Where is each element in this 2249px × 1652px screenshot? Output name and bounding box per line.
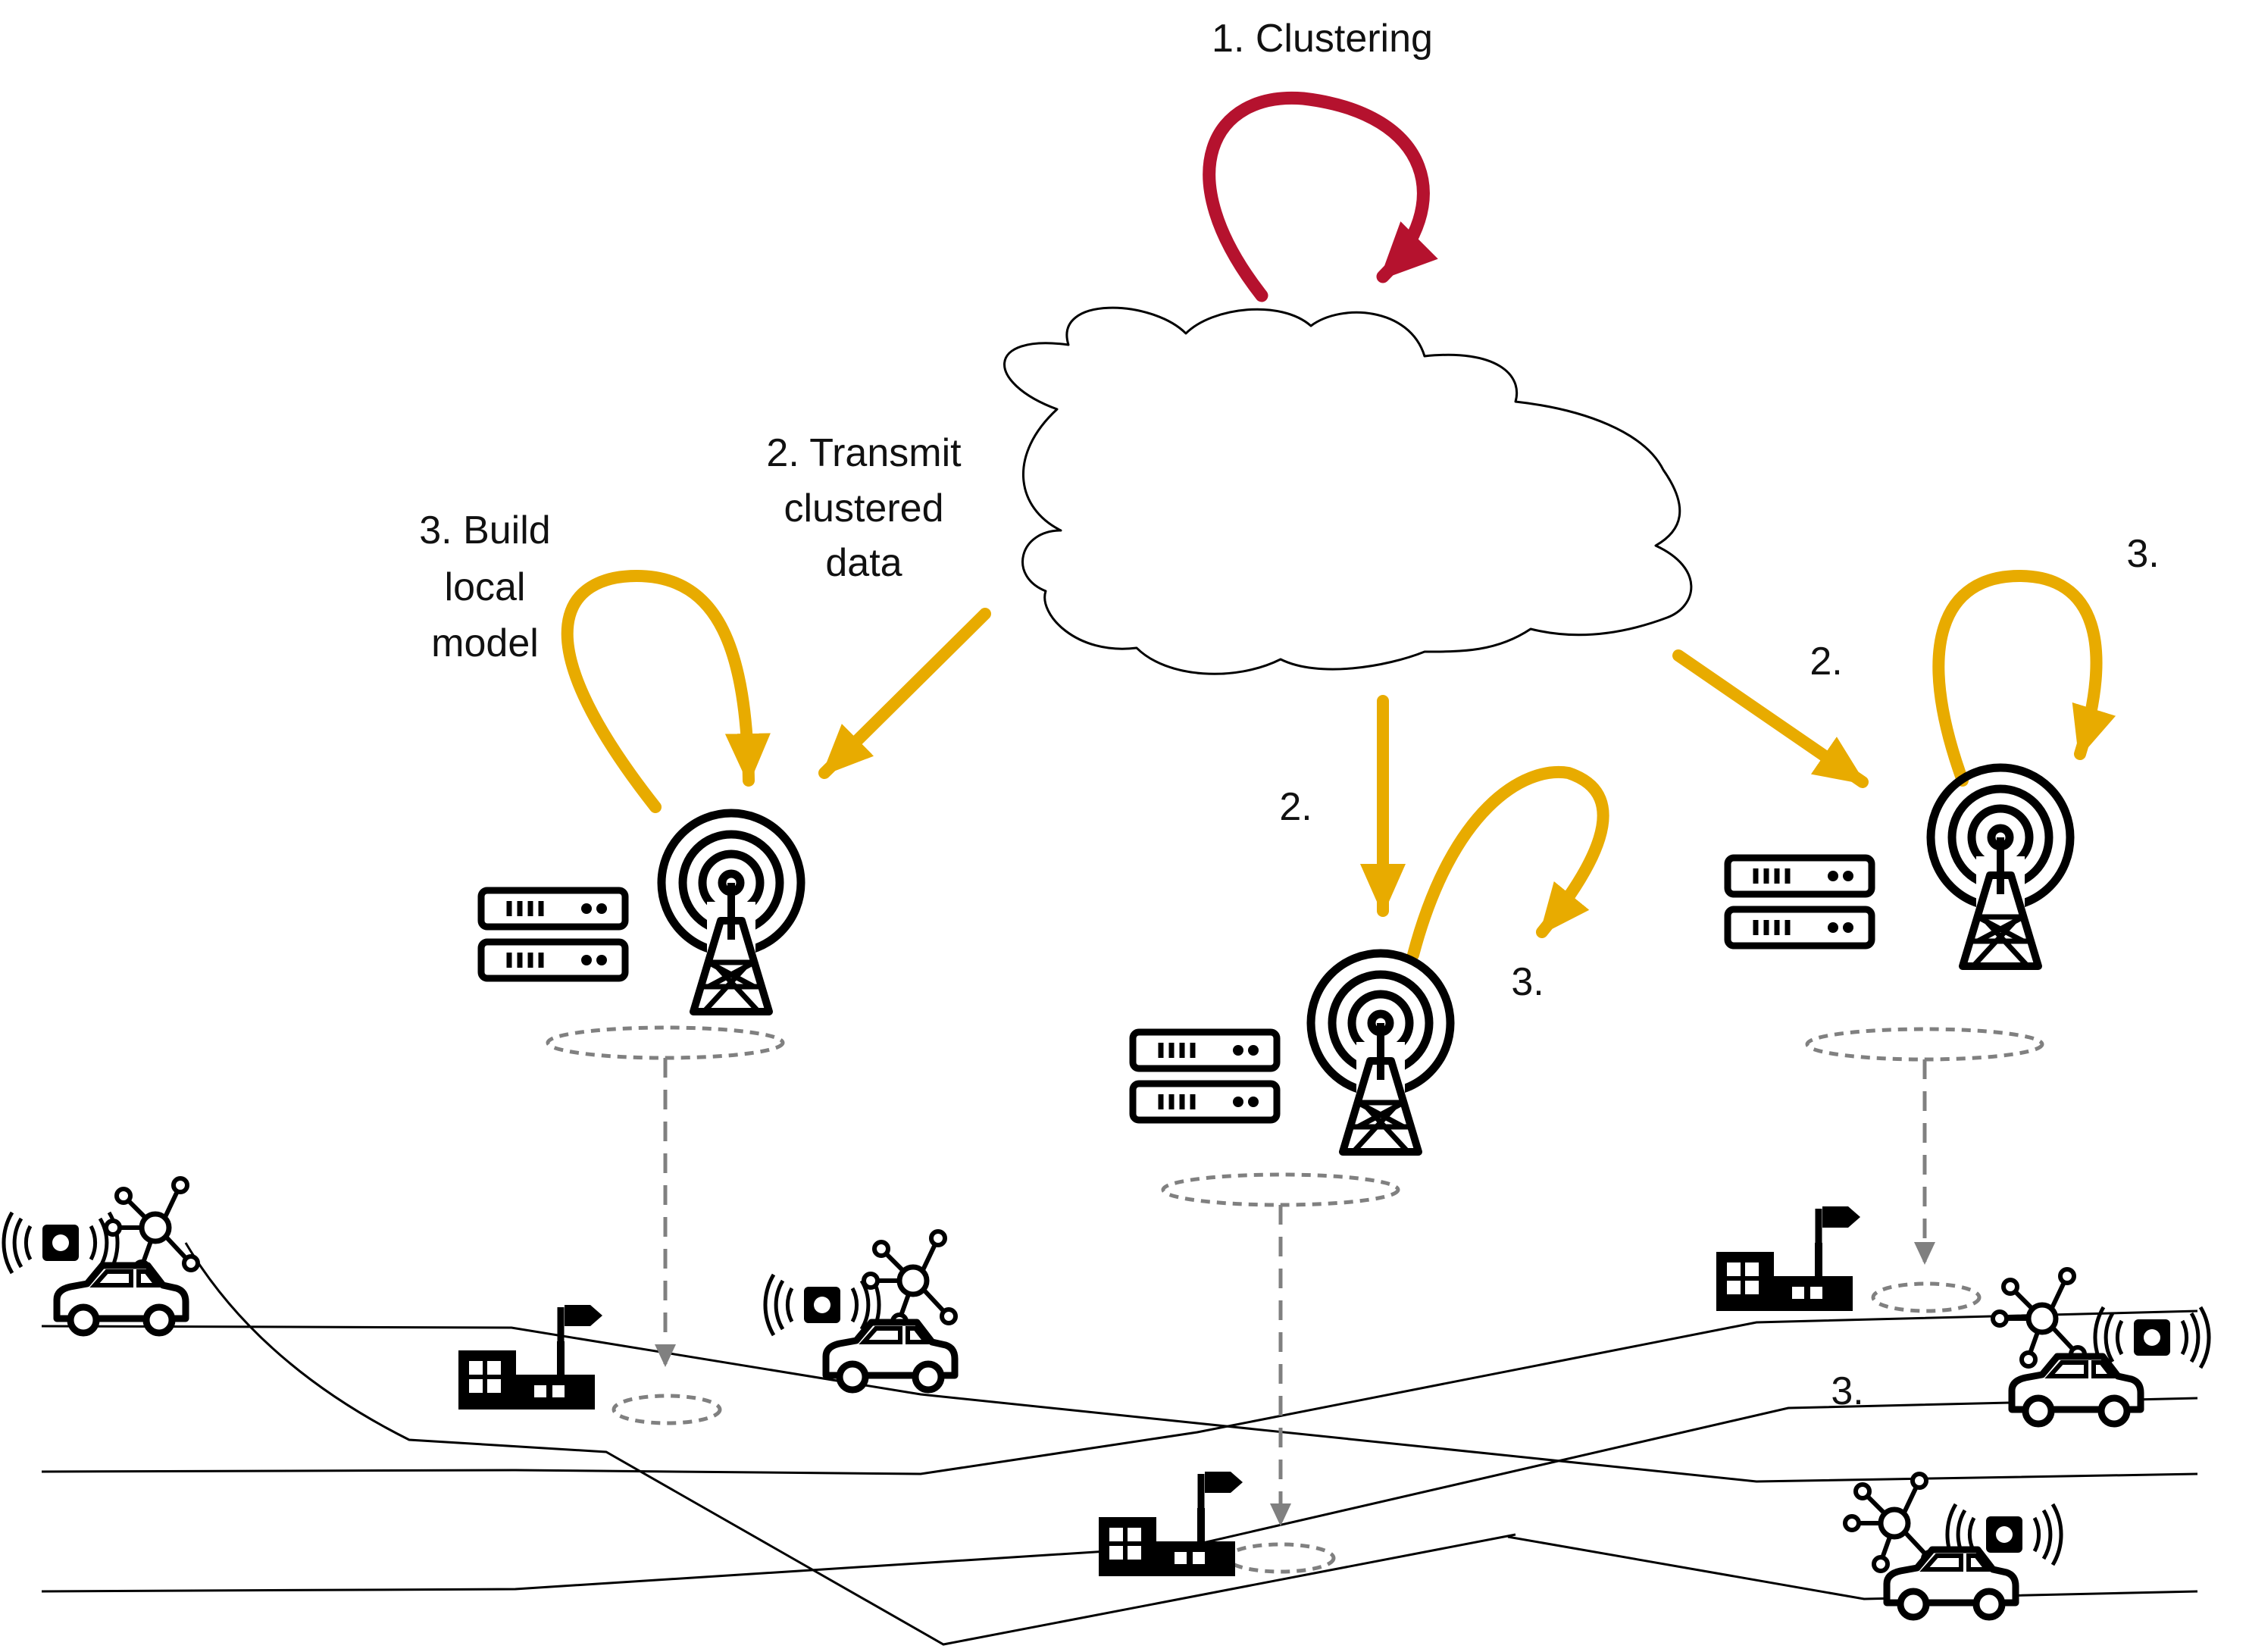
base-station-left [481,813,831,1060]
coverage-ellipse [546,1025,785,1060]
base-station-right [1728,768,2100,1062]
tower-icon [1281,953,1481,1156]
clustering-arrow [1203,91,1438,302]
ground-ellipse [612,1394,722,1425]
step3-right-label: 3. [2126,532,2159,576]
cloud-icon [1003,306,1693,675]
network-icon [1993,1269,2085,1366]
step3-road-label: 3. [1831,1369,1863,1413]
server-icon [481,890,625,978]
car-icon [1887,1550,2016,1617]
server-icon [1728,858,1872,946]
terrain-lines [41,1242,2198,1646]
vehicle-group-2 [765,1231,956,1390]
transmit-arrow-right [1672,649,1869,788]
step2-right-label: 2. [1810,640,1842,684]
transmit-label-line-1: 2. Transmit [766,431,962,475]
terrain-line-2 [41,1309,2198,1475]
ground-ellipse [1225,1542,1336,1574]
build-label-line-1: 3. Build [419,508,550,552]
transmit-arrow-left [818,608,991,779]
server-icon [1133,1032,1277,1120]
build-arrow-right [1932,569,2116,787]
transmit-label-line-2: clustered [784,487,944,530]
terrain-line-1 [41,1325,2198,1483]
step2-middle-label: 2. [1279,785,1312,829]
vehicle-group-3 [1993,1269,2209,1424]
step3-middle-label: 3. [1511,960,1544,1004]
coverage-ellipse [1161,1172,1400,1207]
tower-icon [631,813,831,1015]
ground-ellipse [1871,1281,1982,1313]
terrain-line-4 [1507,1535,2198,1600]
build-arrow-middle [1407,766,1609,961]
sensor-icon [2095,1307,2209,1368]
tower-icon [1900,768,2100,970]
transmit-label-line-3: data [825,541,902,585]
vehicle-group-1 [4,1178,198,1333]
coverage-ellipse [1805,1027,2044,1062]
build-label-line-2: local [445,565,526,609]
factory-icon [458,1305,602,1410]
factory-icon [1716,1206,1860,1311]
transmit-label: 2. Transmit clustered data [766,431,962,585]
clustering-label: 1. Clustering [1212,17,1433,61]
transmit-arrows [561,569,2116,961]
network-icon [106,1178,198,1275]
dashed-links [655,1058,1935,1526]
terrain-line-5 [184,1242,1516,1646]
build-arrow-left [561,569,771,813]
build-label-line-3: model [431,621,539,665]
factory-icon [1099,1472,1243,1576]
car-icon [826,1322,955,1390]
sensor-icon [765,1275,879,1335]
car-icon [57,1266,186,1333]
base-station-middle [1133,953,1481,1207]
build-label: 3. Build local model [419,508,550,665]
ground-ellipses [612,1281,1982,1574]
